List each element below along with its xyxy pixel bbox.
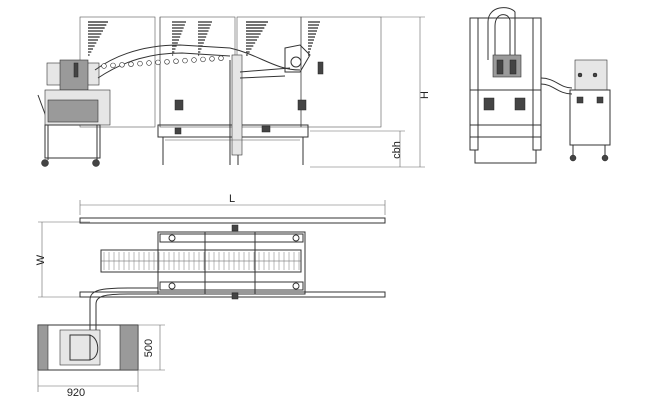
- length-dimension: L: [79, 193, 386, 215]
- width-dimension: W: [35, 221, 90, 298]
- conveyor-rollers: [103, 252, 300, 270]
- transfer-mechanism: [239, 44, 324, 79]
- enclosure-panels: [79, 16, 382, 128]
- generator-unit-plan: [37, 324, 139, 371]
- conveyor-belt-height-label: cbh: [391, 141, 403, 159]
- unit-depth-label: 500: [143, 339, 155, 357]
- overhead-duct: [94, 44, 301, 79]
- top-view: L W: [35, 193, 386, 399]
- height-dimension: H: [310, 16, 431, 168]
- conveyor-belt-height-dimension: cbh: [310, 130, 405, 167]
- infeed-cart: [37, 59, 111, 167]
- unit-width-dimension: 920: [37, 370, 139, 399]
- length-label: L: [229, 193, 235, 205]
- side-view: [469, 7, 611, 164]
- height-label: H: [419, 91, 431, 99]
- width-label: W: [35, 254, 47, 265]
- fan-blade-hatching: [88, 21, 320, 56]
- machine-frame: [157, 54, 309, 165]
- unit-depth-dimension: 500: [138, 324, 165, 371]
- nozzle-row: [101, 55, 224, 69]
- front-view: H cbh: [37, 16, 431, 168]
- unit-width-label: 920: [67, 387, 85, 399]
